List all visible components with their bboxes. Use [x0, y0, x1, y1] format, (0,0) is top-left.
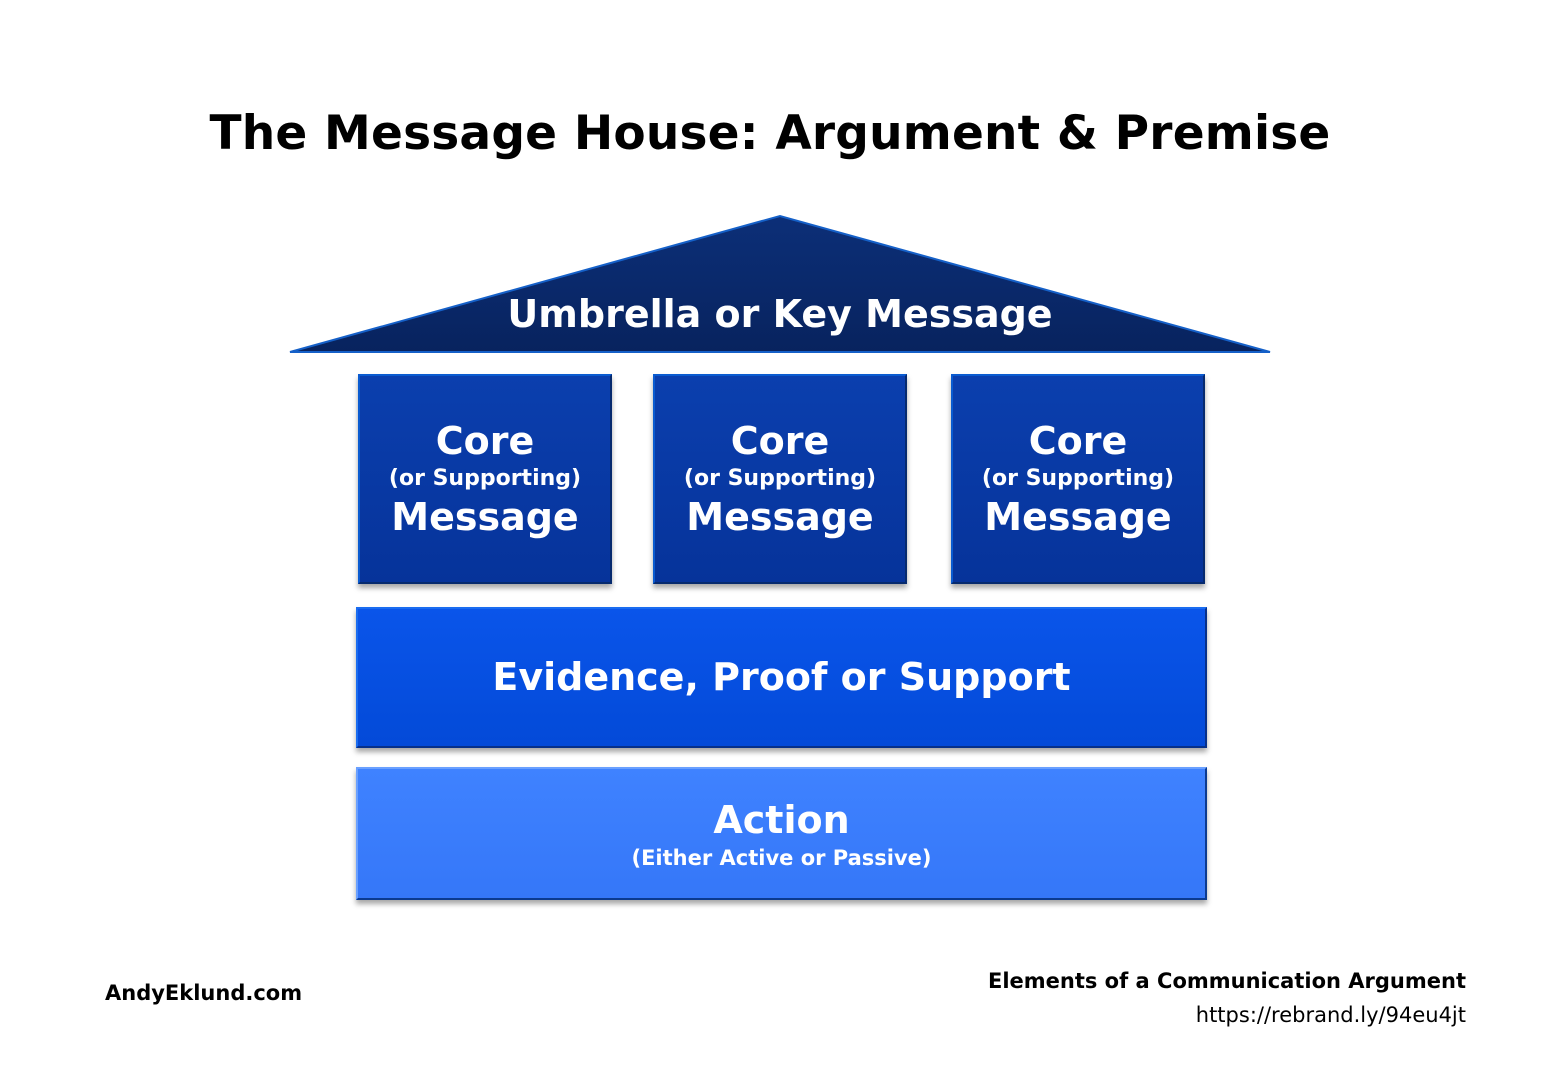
evidence-label: Evidence, Proof or Support [492, 655, 1071, 699]
core-message-label: Message [984, 495, 1172, 539]
core-subtitle: (or Supporting) [388, 466, 582, 491]
core-subtitle: (or Supporting) [981, 466, 1175, 491]
core-message-label: Message [686, 495, 874, 539]
core-message-box: Core (or Supporting) Message [951, 374, 1205, 584]
action-label: Action [713, 798, 850, 842]
core-message-label: Message [391, 495, 579, 539]
core-title: Core [1028, 419, 1128, 463]
core-title: Core [435, 419, 535, 463]
evidence-band: Evidence, Proof or Support [356, 607, 1207, 748]
core-title: Core [730, 419, 830, 463]
page-title: The Message House: Argument & Premise [209, 106, 1331, 161]
core-message-box: Core (or Supporting) Message [653, 374, 907, 584]
action-sublabel: (Either Active or Passive) [631, 846, 932, 870]
site-credit: AndyEklund.com [105, 981, 303, 1005]
core-message-box: Core (or Supporting) Message [358, 374, 612, 584]
reference-title: Elements of a Communication Argument [987, 969, 1466, 993]
reference-url[interactable]: https://rebrand.ly/94eu4jt [1195, 1003, 1466, 1027]
roof-triangle [289, 214, 1271, 353]
reference-block: Elements of a Communication Argument htt… [988, 964, 1466, 1032]
umbrella-message: Umbrella or Key Message [507, 292, 1053, 336]
action-band: Action (Either Active or Passive) [356, 767, 1207, 900]
core-subtitle: (or Supporting) [683, 466, 877, 491]
